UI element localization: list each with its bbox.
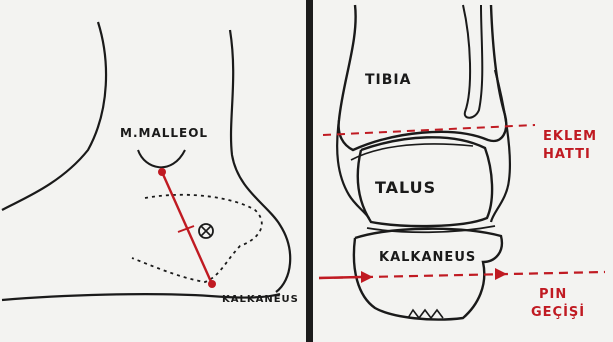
calcaneus-point bbox=[208, 280, 216, 288]
talus-label: TALUS bbox=[375, 178, 436, 197]
pin-exit-arrow bbox=[495, 268, 507, 280]
lateral-ankle-drawing bbox=[0, 0, 306, 342]
fibula-outline bbox=[463, 5, 482, 118]
lateral-view-panel: M.MALLEOL KALKANEUS bbox=[0, 0, 306, 342]
tibia-label: TIBIA bbox=[365, 72, 411, 88]
heel-back-outline bbox=[230, 30, 290, 292]
pin-label-line1: PIN bbox=[531, 286, 585, 304]
eklem-label-line2: HATTI bbox=[543, 146, 597, 164]
calcaneus-outline bbox=[354, 229, 502, 320]
malleolus-point bbox=[158, 168, 166, 176]
leg-front-outline bbox=[2, 22, 106, 210]
malleol-label: M.MALLEOL bbox=[120, 126, 208, 140]
pin-entry-arrow bbox=[361, 271, 373, 283]
pin-gecisi-label: PIN GEÇİŞİ bbox=[531, 286, 585, 322]
calcaneus-dashed-outline bbox=[132, 195, 262, 282]
malleolus-arc bbox=[138, 150, 185, 167]
kalkaneus-label-right: KALKANEUS bbox=[379, 250, 476, 265]
kalkaneus-label-left: KALKANEUS bbox=[222, 294, 299, 305]
pin-label-line2: GEÇİŞİ bbox=[531, 304, 585, 322]
eklem-hatti-label: EKLEM HATTI bbox=[543, 128, 597, 164]
eklem-label-line1: EKLEM bbox=[543, 128, 597, 146]
ap-view-panel: TIBIA TALUS KALKANEUS EKLEM HATTI PIN GE… bbox=[313, 0, 613, 342]
